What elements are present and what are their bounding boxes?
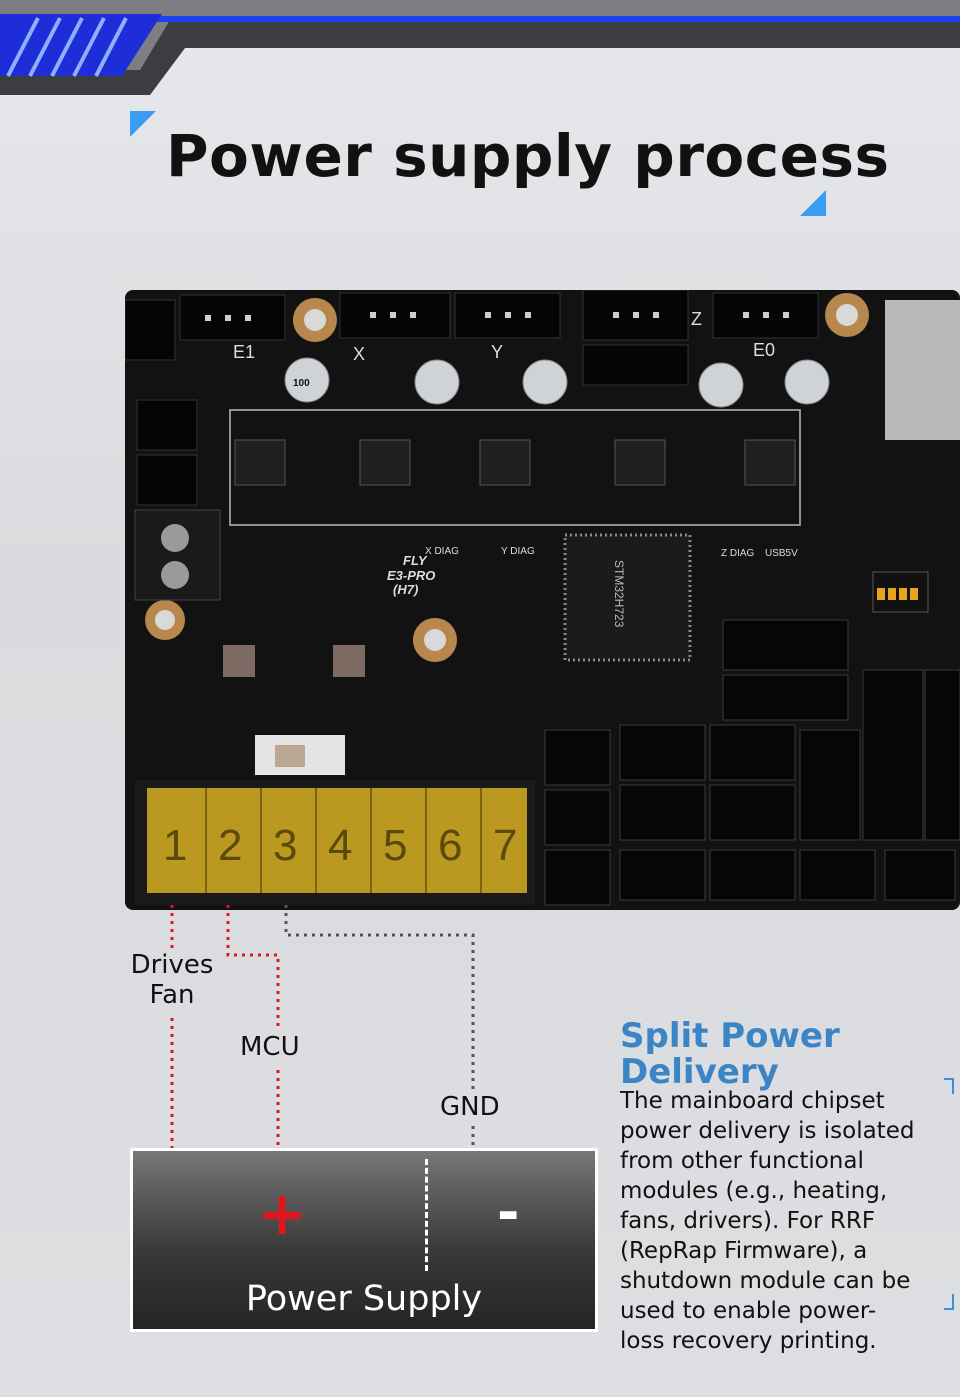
- terminal-3: 3: [273, 821, 297, 870]
- header-band: [0, 0, 960, 95]
- psu-divider: [425, 1159, 428, 1271]
- silk-y: Y: [491, 342, 503, 362]
- silk-variant: (H7): [393, 582, 418, 597]
- silk-usb: USB5V: [765, 548, 798, 559]
- negative-terminal-symbol: -: [497, 1181, 520, 1244]
- mainboard-image: E1 X Y Z E0 100 STM32H723 FLY E3-PRO (H7…: [125, 290, 960, 910]
- title-corner-accent-top: [130, 111, 156, 137]
- wire-mcu-top: [226, 905, 280, 1030]
- silk-model: E3-PRO: [387, 568, 435, 583]
- cap-label: 100: [293, 378, 310, 389]
- terminal-1: 1: [163, 821, 187, 870]
- silk-e1: E1: [233, 342, 255, 362]
- silk-brand: FLY: [403, 553, 428, 568]
- terminal-2: 2: [218, 821, 242, 870]
- mcu-chip-label: STM32H723: [612, 560, 626, 628]
- positive-terminal-symbol: +: [257, 1179, 308, 1249]
- terminal-6: 6: [438, 821, 462, 870]
- feature-title: Split Power Delivery: [620, 1016, 840, 1092]
- title-corner-accent-bottom: [800, 190, 826, 216]
- silk-zdiag: Z DIAG: [721, 548, 755, 559]
- wire-gnd-top: [284, 905, 475, 1090]
- wire-label-gnd: GND: [440, 1092, 500, 1122]
- silk-x: X: [353, 344, 365, 364]
- page-title: Power supply process: [166, 122, 890, 190]
- bracket-bottom-accent: [944, 1294, 954, 1310]
- power-supply-label: Power Supply: [245, 1279, 483, 1319]
- feature-description: The mainboard chipset power delivery is …: [620, 1088, 915, 1354]
- wire-label-mcu: MCU: [240, 1032, 300, 1062]
- power-supply-box: + - Power Supply: [130, 1148, 598, 1332]
- terminal-5: 5: [383, 821, 407, 870]
- silk-xdiag: X DIAG: [425, 546, 459, 557]
- bracket-top-accent: [944, 1078, 954, 1094]
- silk-e0: E0: [753, 340, 775, 360]
- terminal-7: 7: [493, 821, 517, 870]
- silk-ydiag: Y DIAG: [501, 546, 535, 557]
- terminal-4: 4: [328, 821, 352, 870]
- wire-label-drives-fan: Drives Fan: [130, 950, 214, 1010]
- silk-z: Z: [691, 309, 702, 329]
